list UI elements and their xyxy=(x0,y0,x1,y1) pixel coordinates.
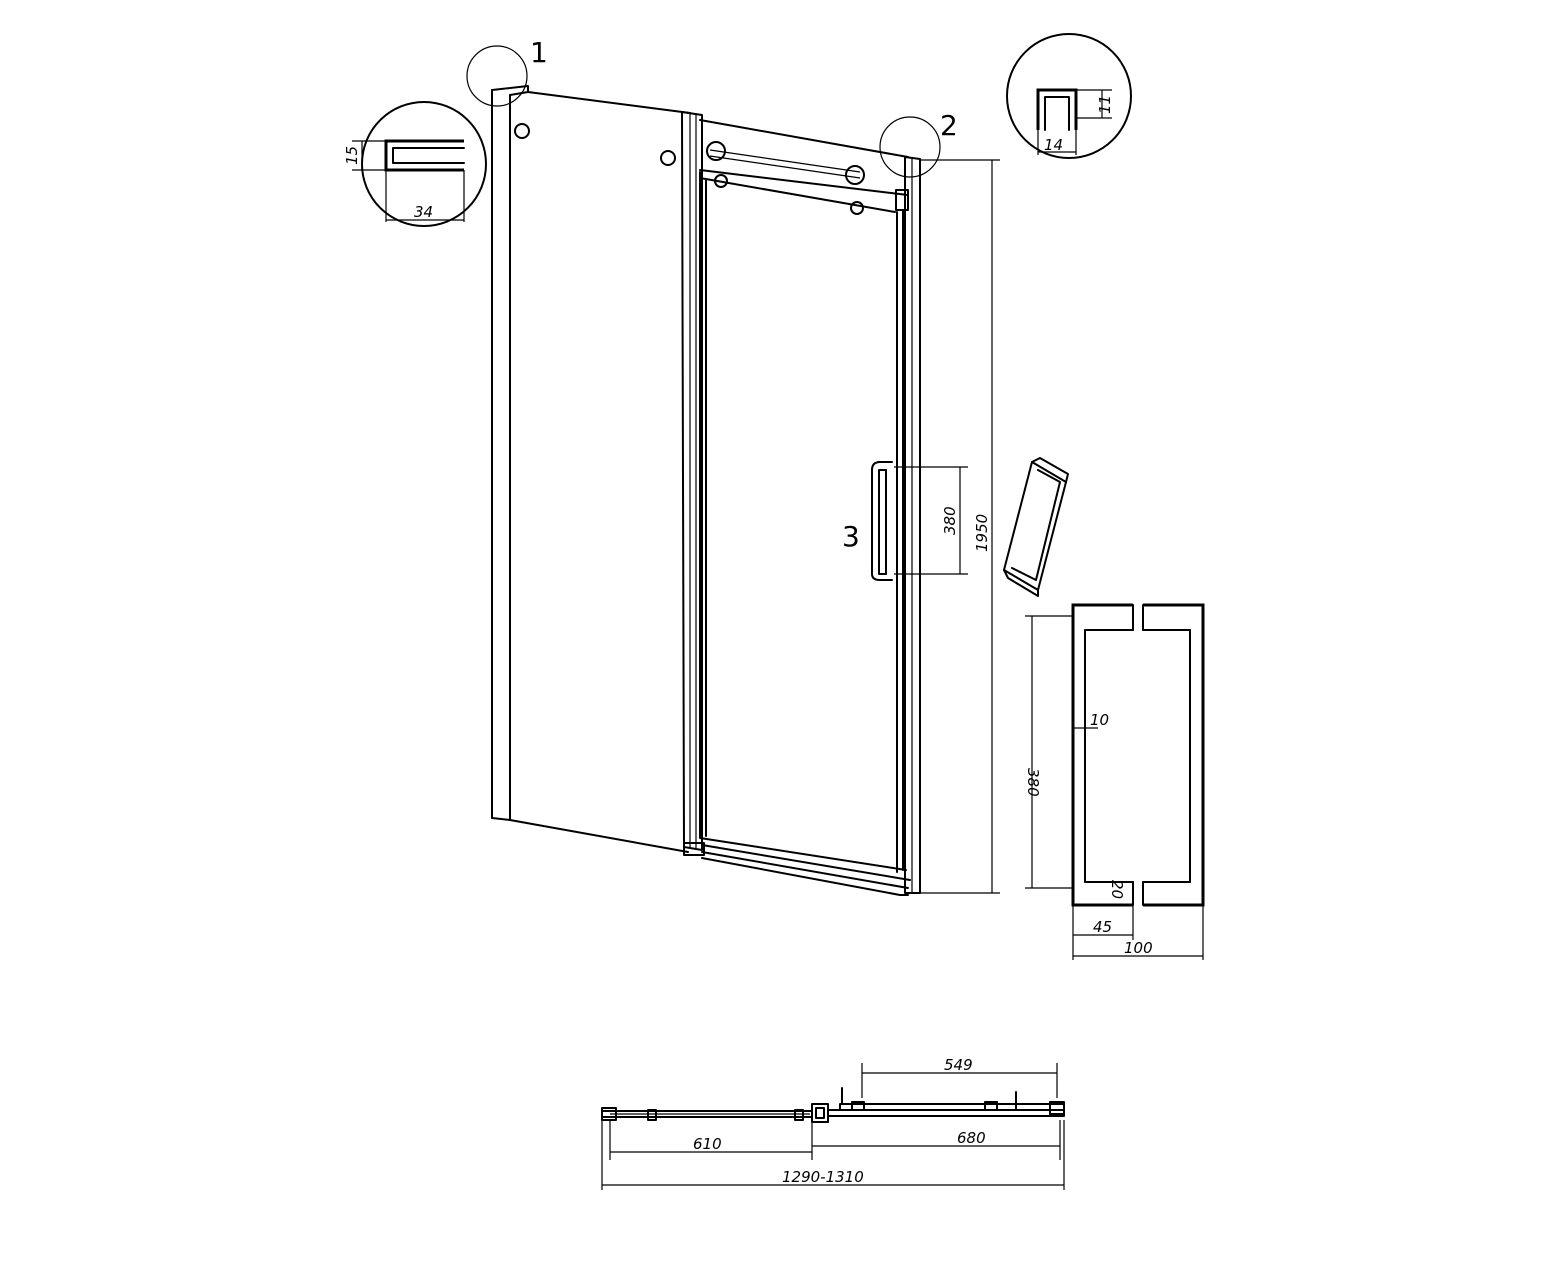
profile2-height-dimension: 11 xyxy=(1096,95,1114,114)
callout-2-label: 2 xyxy=(940,109,958,142)
callout-3-label: 3 xyxy=(842,520,860,553)
handle-detail-bar-dimension: 10 xyxy=(1090,711,1109,729)
handle-length-dimension: 380 xyxy=(941,506,959,535)
profile-detail-1: 15 34 xyxy=(343,101,487,227)
plan-moving-panel-dimension: 549 xyxy=(944,1056,973,1074)
plan-total-width-dimension: 1290-1310 xyxy=(782,1168,864,1186)
callout-1-label: 1 xyxy=(530,36,548,69)
handle-detail-view: 380 10 20 45 100 xyxy=(1024,603,1205,960)
callout-1: 1 xyxy=(466,36,548,107)
handle-detail-length-dimension: 380 xyxy=(1024,768,1042,797)
profile1-height-dimension: 15 xyxy=(343,146,361,165)
handle-detail-post-dimension: 20 xyxy=(1108,880,1126,899)
handle-detail-depth-dimension: 100 xyxy=(1124,939,1153,957)
profile-detail-2: 11 14 xyxy=(1006,33,1132,159)
door-perspective-view xyxy=(491,85,1000,896)
callout-2: 2 xyxy=(879,109,958,178)
profile2-width-dimension: 14 xyxy=(1044,136,1063,154)
door-height-dimension: 1950 xyxy=(973,514,991,552)
handle-detail-offset-dimension: 45 xyxy=(1093,918,1112,936)
plan-view: 549 610 680 1290-1310 xyxy=(601,1056,1065,1190)
profile1-width-dimension: 34 xyxy=(414,203,433,221)
plan-door-panel-dimension: 680 xyxy=(957,1129,986,1147)
handle-perspective-view xyxy=(1003,457,1069,597)
plan-fixed-panel-dimension: 610 xyxy=(693,1135,722,1153)
